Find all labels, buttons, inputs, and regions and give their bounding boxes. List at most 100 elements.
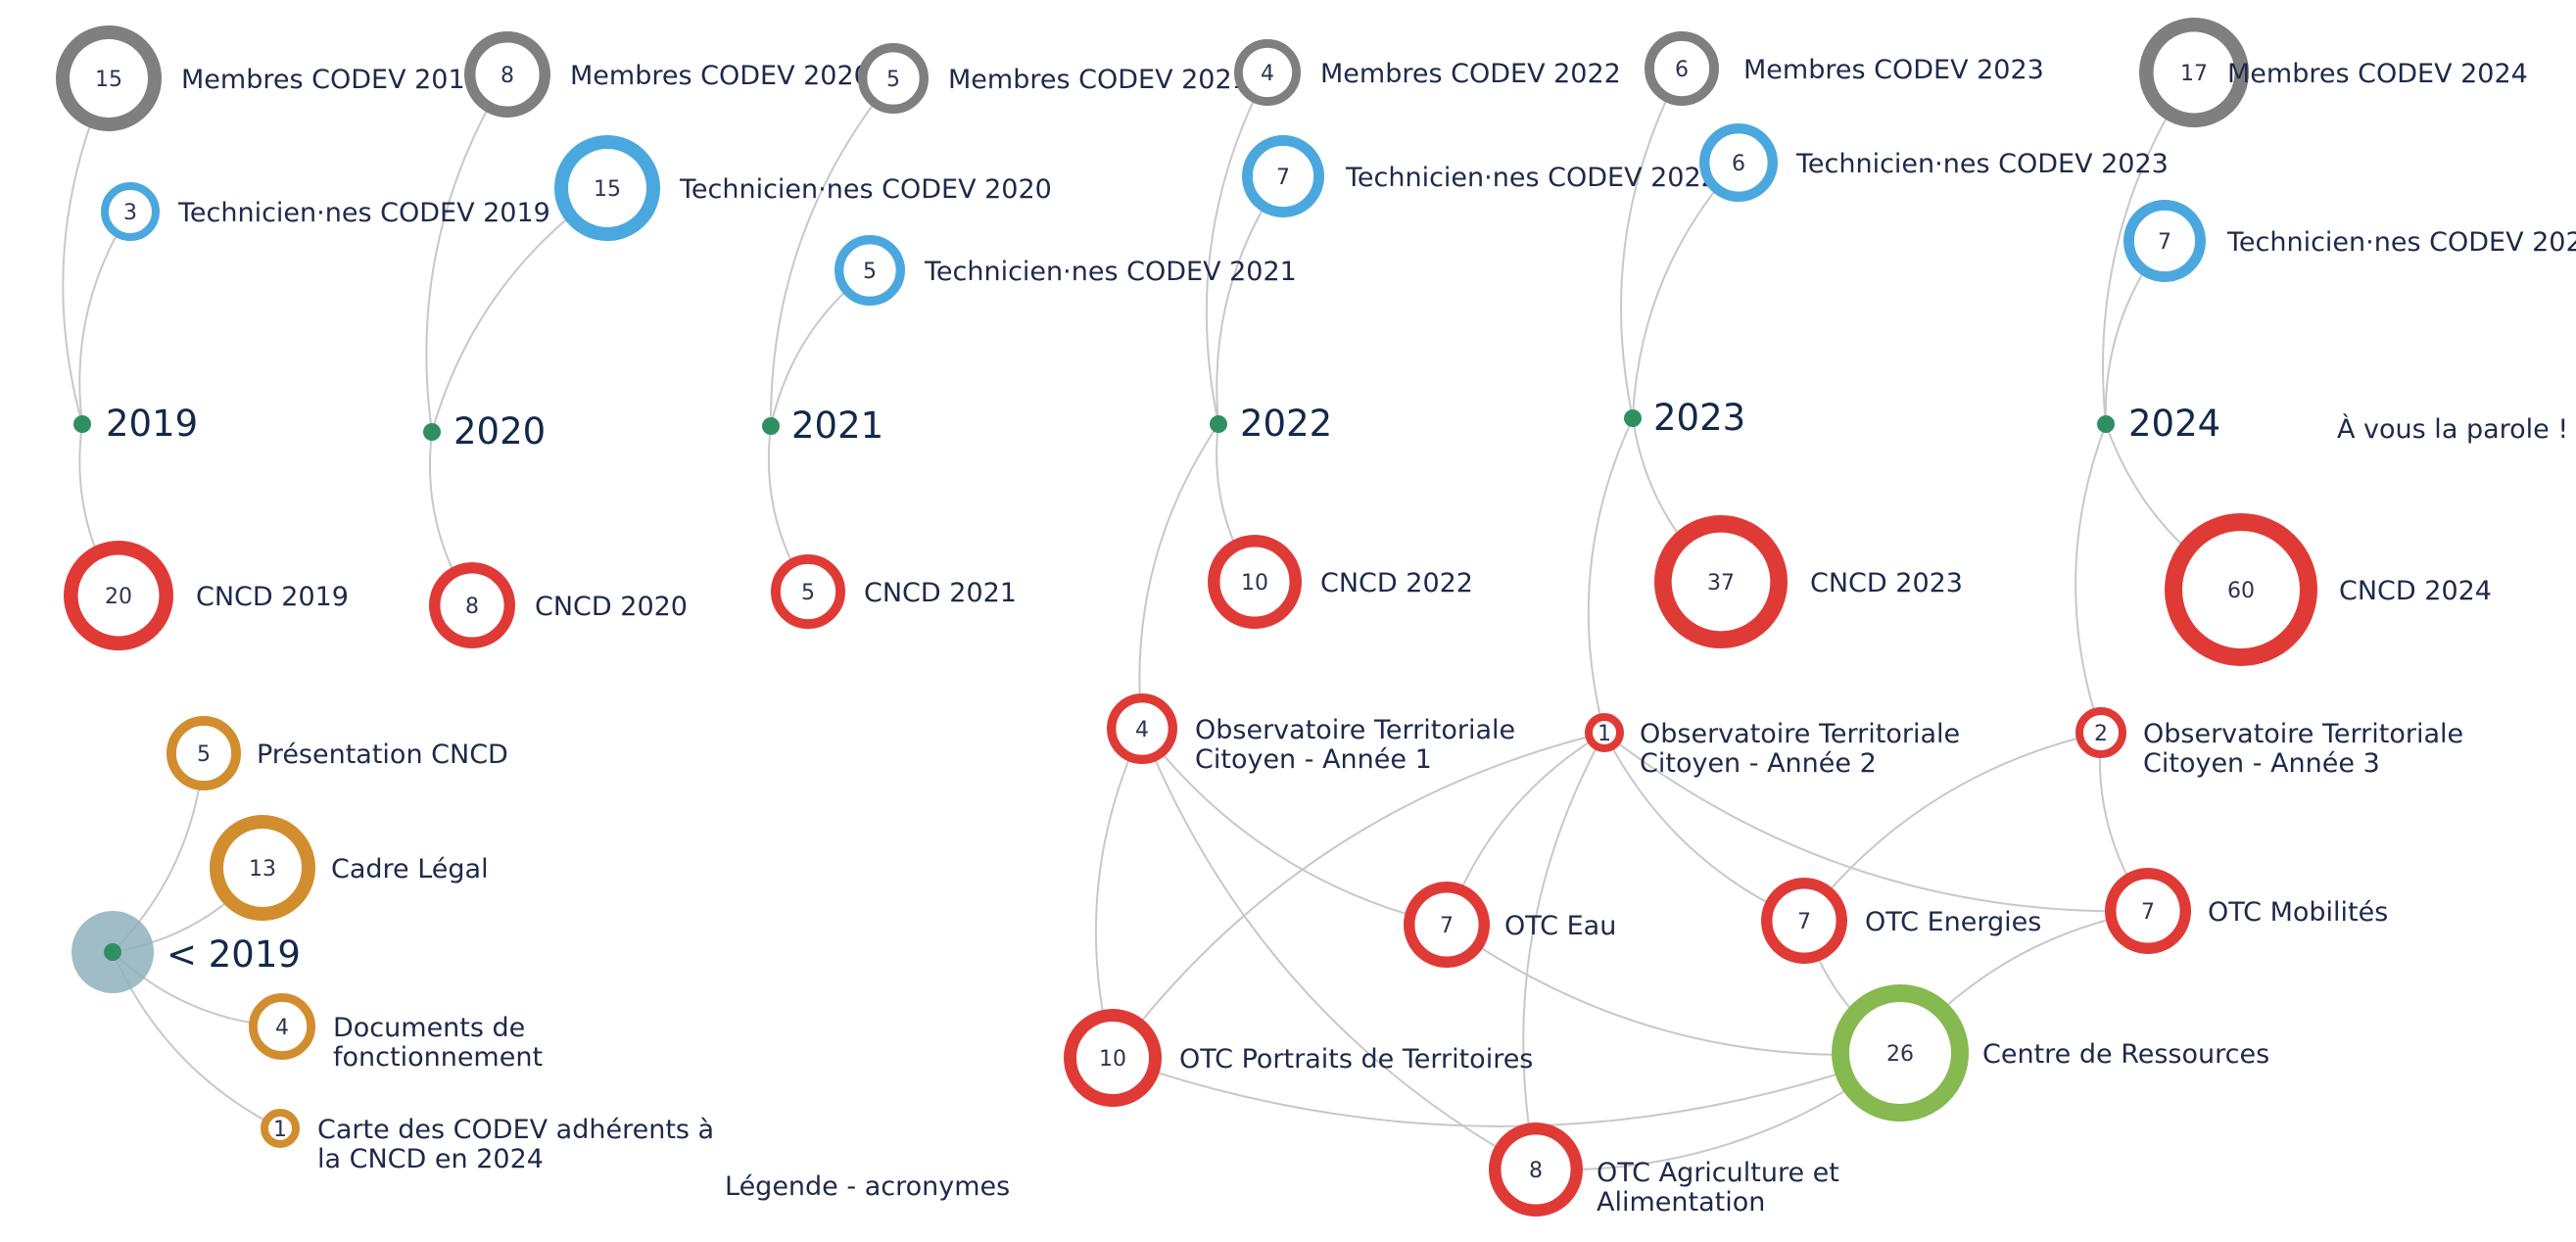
- year-hub-y2020[interactable]: 2020: [423, 410, 546, 453]
- ring-background: [1840, 993, 1960, 1113]
- ring-count: 5: [197, 742, 211, 767]
- ring-background: [1408, 886, 1485, 963]
- hub-dot: [423, 423, 441, 441]
- ring: [63, 541, 174, 651]
- edge-m2021-y2021: [769, 77, 894, 427]
- node-label: Membres CODEV 2023: [1743, 55, 2044, 85]
- ring-count: 7: [2158, 230, 2171, 255]
- edge-m2020-y2020: [425, 73, 508, 433]
- ring-count: 6: [1732, 152, 1745, 176]
- ring-count: 13: [249, 857, 276, 882]
- node-t2020[interactable]: 15 Technicien·nes CODEV 2020: [554, 135, 1052, 242]
- node-label: Centre de Ressources: [1982, 1039, 2269, 1070]
- ring-background: [1589, 717, 1620, 748]
- year-hub-y2023[interactable]: 2023: [1624, 397, 1745, 439]
- ring-background: [105, 186, 156, 237]
- node-centre[interactable]: 26 Centre de Ressources: [1832, 984, 2269, 1122]
- ring-count: 8: [465, 595, 479, 619]
- edge-obs1-otcagri: [1141, 728, 1537, 1170]
- year-hub-y2019[interactable]: 2019: [73, 403, 198, 445]
- ring: [834, 234, 905, 306]
- edge-y2022-obs1: [1138, 423, 1219, 730]
- year-label: 2019: [106, 403, 198, 445]
- legend-link[interactable]: Légende - acronymes: [725, 1171, 1010, 1202]
- ring-background: [1495, 1128, 1577, 1211]
- ring: [2104, 867, 2191, 954]
- node-label: fonctionnement: [333, 1042, 543, 1073]
- ring: [2165, 513, 2317, 666]
- edge-obs3-otcen: [1803, 732, 2102, 922]
- ring: [1234, 38, 1302, 106]
- a-vous-la-parole-label[interactable]: À vous la parole !: [2337, 413, 2568, 445]
- node-label: Membres CODEV 2022: [1320, 59, 1621, 89]
- ring: [210, 815, 316, 922]
- ring-background: [253, 997, 311, 1056]
- ring-background: [1662, 523, 1780, 641]
- ring-background: [2079, 711, 2123, 754]
- ring: [261, 1109, 300, 1148]
- year-hub-y2024[interactable]: 2024: [2097, 403, 2220, 445]
- year-hub-y2021[interactable]: 2021: [762, 405, 883, 447]
- ring-count: 26: [1886, 1042, 1914, 1067]
- edge-obs2-otcport: [1112, 732, 1605, 1059]
- ring: [1064, 1009, 1162, 1107]
- ring: [101, 182, 160, 241]
- node-label: Technicien·nes CODEV 2020: [679, 174, 1052, 205]
- node-label: Technicien·nes CODEV 2021: [924, 257, 1297, 287]
- edge-obs2-otcagri: [1522, 732, 1605, 1170]
- year-label: 2023: [1653, 397, 1745, 439]
- ring-background: [469, 36, 546, 113]
- ring-background: [1648, 35, 1715, 102]
- ring-background: [63, 32, 155, 124]
- ring-count: 15: [594, 177, 621, 202]
- year-hub-y2022[interactable]: 2022: [1210, 403, 1332, 445]
- ring: [1241, 134, 1324, 217]
- node-label: OTC Agriculture et: [1597, 1158, 1839, 1188]
- ring: [554, 135, 661, 242]
- node-label: CNCD 2019: [196, 582, 349, 612]
- node-label: CNCD 2024: [2339, 576, 2492, 606]
- node-label: Membres CODEV 2020: [570, 61, 871, 91]
- ring-background: [2110, 873, 2186, 949]
- edge-obs2-otcmob: [1603, 732, 2149, 913]
- ring: [1488, 1122, 1583, 1217]
- edge-y2023-obs2: [1587, 417, 1634, 734]
- ring-count: 5: [801, 581, 815, 605]
- node-label: Technicien·nes CODEV 2023: [1795, 149, 2169, 179]
- ring-background: [775, 558, 841, 625]
- node-t2023[interactable]: 6 Technicien·nes CODEV 2023: [1698, 122, 2169, 202]
- node-label: OTC Mobilités: [2208, 897, 2388, 928]
- ring-background: [216, 822, 309, 914]
- year-hub-ypre[interactable]: < 2019: [72, 911, 301, 993]
